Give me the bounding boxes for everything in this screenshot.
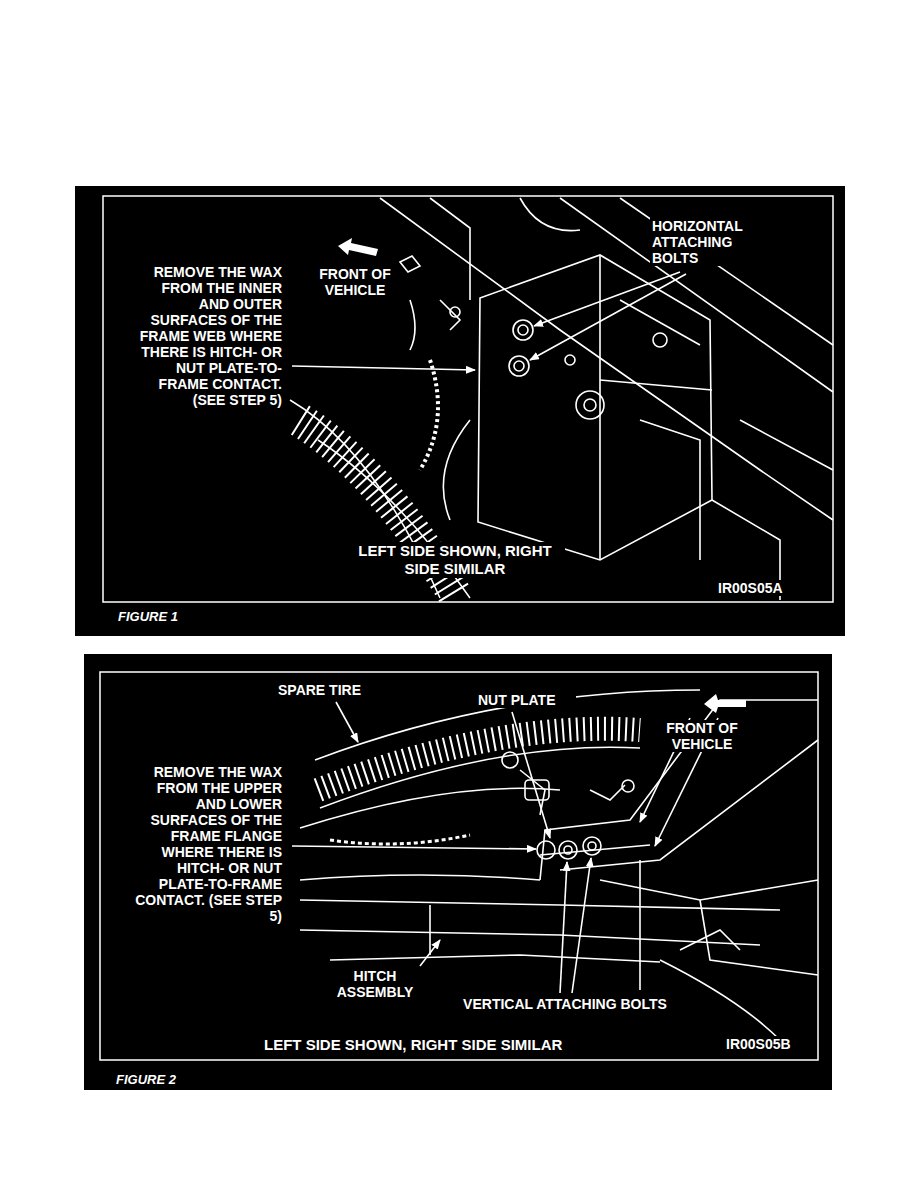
figure-caption: FIGURE 1: [116, 609, 216, 625]
hitch-drawing: [300, 700, 818, 1040]
figure-caption: FIGURE 2: [114, 1072, 214, 1088]
figure-frame: [103, 196, 833, 602]
direction-label: FRONT OF VEHICLE: [312, 266, 398, 298]
figure-id: IR00S05A: [716, 580, 816, 596]
callout-label: SPARE TIRE: [276, 682, 386, 698]
figure-frame: [100, 672, 818, 1060]
view-note: LEFT SIDE SHOWN, RIGHT SIDE SIMILAR: [345, 542, 565, 578]
direction-label: FRONT OF VEHICLE: [656, 720, 748, 752]
callout-label: VERTICAL ATTACHING BOLTS: [455, 996, 675, 1012]
direction-arrow: [704, 694, 746, 713]
figure-panel: [84, 654, 832, 1090]
callout-label: NUT PLATE: [476, 692, 576, 708]
figure-panel: [75, 186, 845, 636]
frame-drawing: [380, 198, 833, 600]
figure-id: IR00S05B: [724, 1036, 814, 1052]
leader-line: [292, 702, 718, 993]
note-text: REMOVE THE WAX FROM THE UPPER AND LOWER …: [124, 764, 284, 924]
view-note: LEFT SIDE SHOWN, RIGHT SIDE SIMILAR: [262, 1036, 602, 1054]
callout-label: HORIZONTAL ATTACHING BOLTS: [650, 218, 766, 266]
note-text: REMOVE THE WAX FROM THE INNER AND OUTER …: [128, 264, 284, 408]
direction-arrow: [338, 238, 378, 256]
callout-label: HITCH ASSEMBLY: [330, 968, 420, 1000]
